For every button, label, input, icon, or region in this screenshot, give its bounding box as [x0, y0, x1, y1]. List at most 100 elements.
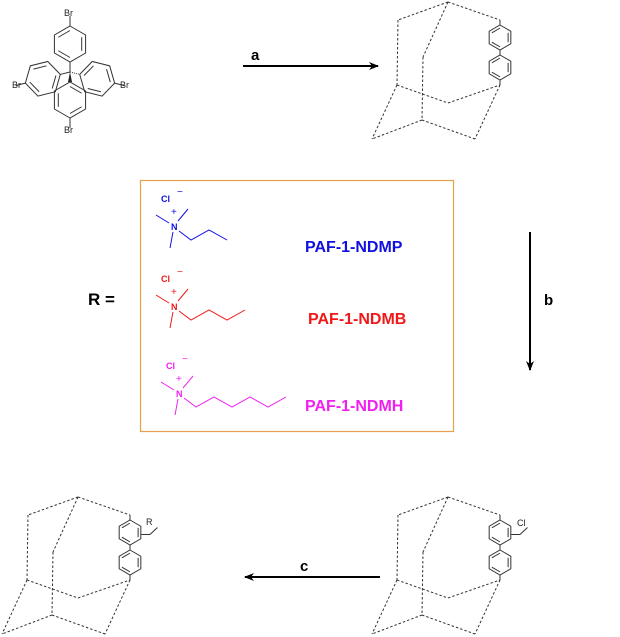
- r-equals-label: R =: [88, 290, 115, 309]
- framework-edge: [371, 84, 398, 140]
- ring-outline: [488, 519, 512, 546]
- framework-edge: [421, 56, 424, 121]
- double-bond-inner: [29, 81, 40, 93]
- positive-charge: +: [171, 207, 177, 218]
- framework-edge: [26, 514, 29, 581]
- double-bond-inner: [491, 71, 501, 78]
- framework-edge: [371, 579, 398, 635]
- product-name-label: PAF-1-NDMH: [305, 398, 403, 415]
- benzene-ring: [118, 549, 142, 576]
- br-label-left: Br: [12, 80, 21, 90]
- framework-edge: [447, 84, 501, 104]
- double-bond-inner: [33, 65, 47, 70]
- ring-outline: [488, 24, 512, 51]
- framework-edge: [1, 579, 28, 635]
- chloride-label: Cl: [161, 274, 170, 284]
- positive-charge: +: [176, 374, 182, 385]
- double-bond-inner: [106, 68, 111, 83]
- r-group-label: R: [146, 517, 153, 527]
- benzene-ring: [488, 519, 512, 546]
- nitrogen-label: N: [171, 302, 178, 312]
- double-bond-inner: [121, 536, 131, 543]
- framework-edge: [474, 579, 501, 635]
- framework-edge: [104, 579, 131, 635]
- methyl-bond: [155, 294, 170, 304]
- ch2-bond: [149, 527, 158, 535]
- framework-edge: [422, 496, 449, 553]
- benzene-ring: [488, 24, 512, 51]
- double-bond-inner: [491, 41, 501, 48]
- double-bond-inner: [121, 552, 131, 559]
- negative-charge: −: [182, 354, 188, 365]
- framework-edge: [421, 119, 476, 140]
- ch2-bond: [519, 527, 528, 535]
- framework-edge: [447, 579, 501, 599]
- benzene-ring: [79, 60, 116, 97]
- product-name-label: PAF-1-NDMB: [308, 311, 406, 328]
- framework-edge: [397, 1, 449, 21]
- positive-charge: +: [171, 287, 177, 298]
- c-br-bond: [15, 82, 26, 87]
- framework-edge: [396, 514, 399, 581]
- benzene-ring: [53, 25, 87, 63]
- ammonium-option-paf-1-ndmb: N Cl−+ PAF-1-NDMB: [155, 267, 406, 329]
- ring-outline: [24, 60, 61, 97]
- tetrakis-bromophenyl-methane: [15, 16, 125, 128]
- functionalized-framework: [1, 496, 158, 635]
- framework-edge: [51, 614, 106, 635]
- ring-outline: [488, 54, 512, 81]
- ring-outline: [79, 60, 116, 97]
- benzene-ring: [24, 60, 61, 97]
- framework-edge: [474, 84, 501, 140]
- negative-charge: −: [177, 267, 183, 278]
- alkyl-chain: [178, 309, 246, 321]
- double-bond-inner: [491, 536, 501, 543]
- framework-edge: [27, 496, 79, 516]
- framework-edge: [421, 551, 424, 616]
- framework-edge: [396, 579, 449, 599]
- methyl-bond: [169, 311, 174, 329]
- double-bond-inner: [491, 57, 501, 64]
- methyl-bond: [177, 288, 189, 302]
- chloromethylated-framework: [371, 496, 528, 635]
- hashed-bond: [69, 71, 80, 75]
- double-bond-inner: [491, 552, 501, 559]
- double-bond-inner: [121, 566, 131, 573]
- step-c-label: c: [300, 558, 308, 575]
- r-options-box: [139, 179, 455, 433]
- ring-outline: [118, 519, 142, 546]
- cl-group-label: Cl: [517, 518, 526, 528]
- ammonium-option-paf-1-ndmh: NCl−+PAF-1-NDMH: [160, 354, 403, 416]
- c-br-bond: [114, 82, 125, 87]
- wedge-bond: [68, 72, 72, 82]
- methyl-bond: [182, 375, 194, 389]
- double-bond-inner: [121, 522, 131, 529]
- step-a-label: a: [251, 47, 260, 64]
- paf-1-framework: [371, 1, 512, 140]
- br-label-top: Br: [64, 8, 73, 18]
- methyl-bond: [177, 208, 189, 222]
- alkyl-chain: [183, 396, 287, 408]
- ring-outline: [488, 549, 512, 576]
- double-bond-inner: [491, 522, 501, 529]
- product-name-label: PAF-1-NDMP: [305, 239, 403, 256]
- chloride-label: Cl: [166, 361, 175, 371]
- framework-edge: [447, 1, 501, 21]
- framework-edge: [396, 84, 449, 104]
- br-label-right: Br: [120, 80, 129, 90]
- double-bond-inner: [69, 106, 82, 114]
- nitrogen-label: N: [171, 222, 178, 232]
- framework-edge: [77, 496, 131, 516]
- methyl-bond: [160, 381, 175, 391]
- bond: [60, 71, 71, 75]
- framework-edge: [421, 614, 476, 635]
- alkyl-chain: [178, 229, 228, 241]
- methyl-bond: [155, 214, 170, 224]
- framework-edge: [51, 551, 54, 616]
- benzene-ring: [118, 519, 142, 546]
- double-bond-inner: [51, 75, 57, 89]
- framework-edge: [397, 496, 449, 516]
- framework-edge: [77, 579, 131, 599]
- benzene-ring: [53, 81, 87, 119]
- negative-charge: −: [177, 187, 183, 198]
